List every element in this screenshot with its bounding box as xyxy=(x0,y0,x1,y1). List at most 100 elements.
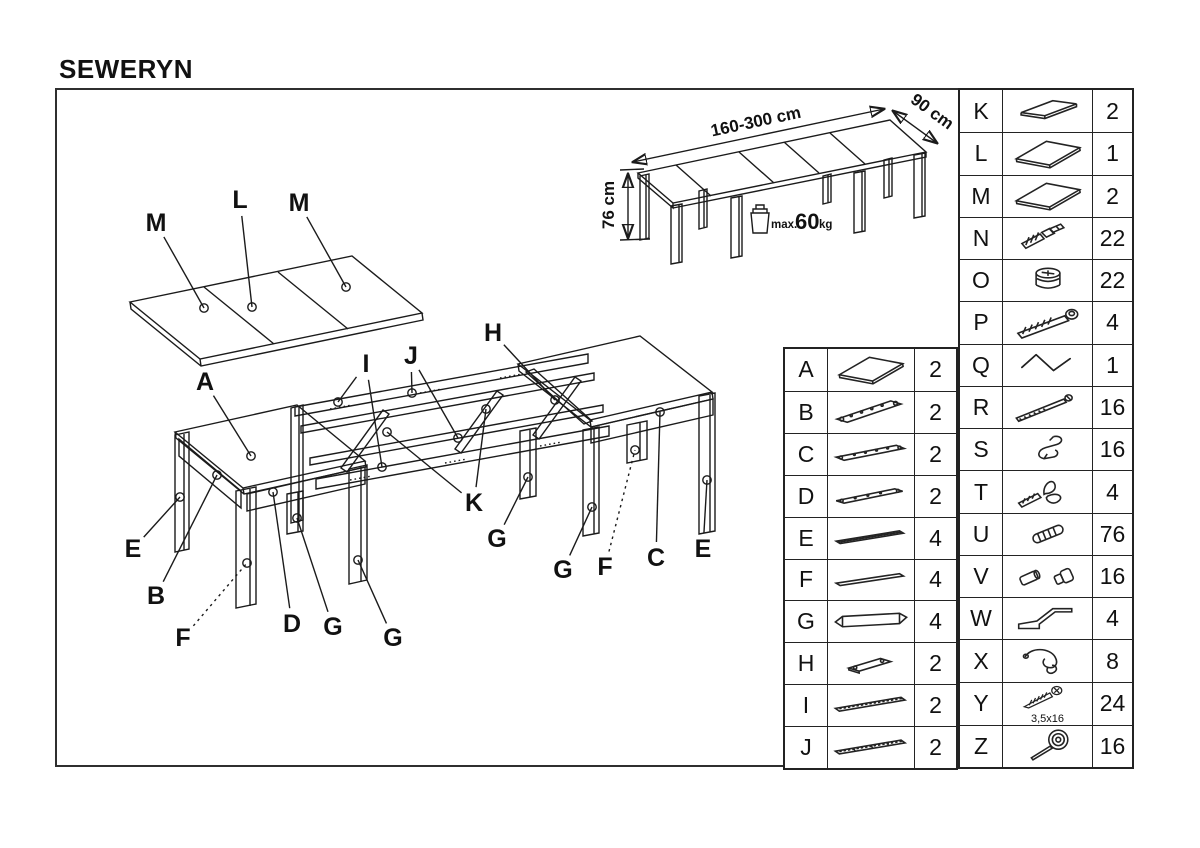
panel-small-icon xyxy=(1002,90,1092,133)
spring-clip-icon xyxy=(1002,428,1092,471)
rail-long2-icon xyxy=(827,474,914,517)
part-quantity-text: 2 xyxy=(929,734,942,761)
long-screw-icon xyxy=(1002,385,1092,429)
part-quantity: 2 xyxy=(914,642,956,685)
part-quantity-text: 2 xyxy=(1106,97,1119,124)
part-letter: J xyxy=(785,726,827,768)
page-title: SEWERYN xyxy=(59,54,193,84)
cam-bolt-icon xyxy=(1002,216,1092,260)
part-quantity-text: 2 xyxy=(1106,182,1119,209)
screw-icon: 3,5x16 xyxy=(1002,681,1092,725)
part-letter-text: K xyxy=(973,97,989,124)
part-quantity-text: 16 xyxy=(1099,436,1126,463)
dowel-icon xyxy=(1002,512,1092,555)
part-quantity: 2 xyxy=(914,390,956,433)
part-letter: G xyxy=(785,600,827,642)
part-quantity: 2 xyxy=(914,349,956,391)
bolt-icon xyxy=(1002,301,1092,344)
part-letter-text: A xyxy=(798,356,814,383)
part-letter: D xyxy=(785,474,827,517)
part-quantity-text: 4 xyxy=(1106,309,1119,336)
part-letter: A xyxy=(785,349,827,391)
part-quantity: 2 xyxy=(914,432,956,475)
part-quantity: 22 xyxy=(1092,216,1132,260)
part-size-note: 3,5x16 xyxy=(1030,712,1065,725)
part-letter: N xyxy=(960,216,1002,259)
part-letter-text: B xyxy=(798,398,814,425)
panel-large-icon xyxy=(1002,174,1092,217)
part-letter-text: Z xyxy=(973,732,989,759)
part-quantity: 22 xyxy=(1092,259,1132,302)
part-letter-text: P xyxy=(973,309,989,336)
part-quantity-text: 16 xyxy=(1099,732,1126,759)
part-quantity: 16 xyxy=(1092,554,1132,598)
part-letter: E xyxy=(785,516,827,559)
part-letter-text: C xyxy=(797,440,815,467)
panel-large-icon xyxy=(827,349,914,391)
sleeve-pair-icon xyxy=(1002,554,1092,598)
part-quantity-text: 16 xyxy=(1099,393,1126,420)
part-quantity: 2 xyxy=(1092,174,1132,217)
part-quantity: 16 xyxy=(1092,385,1132,429)
nail-glide-icon xyxy=(1002,724,1092,767)
part-quantity-text: 22 xyxy=(1099,267,1126,294)
part-quantity-text: 1 xyxy=(1106,140,1119,167)
part-quantity-text: 24 xyxy=(1099,690,1126,717)
part-letter: T xyxy=(960,470,1002,512)
part-letter: K xyxy=(960,90,1002,132)
part-quantity-text: 8 xyxy=(1106,647,1119,674)
part-letter: U xyxy=(960,512,1002,555)
part-letter: P xyxy=(960,301,1002,343)
part-letter-text: R xyxy=(972,393,990,420)
bracket-plate-icon xyxy=(827,642,914,685)
part-letter: I xyxy=(785,684,827,726)
part-letter-text: V xyxy=(973,563,989,590)
part-letter: H xyxy=(785,642,827,684)
part-letter: L xyxy=(960,132,1002,174)
part-quantity: 76 xyxy=(1092,512,1132,555)
part-quantity-text: 1 xyxy=(1106,351,1119,378)
part-quantity-text: 4 xyxy=(929,608,942,635)
part-quantity: 2 xyxy=(914,684,956,727)
part-letter-text: S xyxy=(973,436,989,463)
part-quantity-text: 4 xyxy=(1106,478,1119,505)
part-row: O 22 xyxy=(960,259,1132,302)
part-quantity: 2 xyxy=(914,726,956,768)
part-quantity-text: 16 xyxy=(1099,563,1126,590)
part-letter-text: F xyxy=(798,566,814,593)
hex-key-icon xyxy=(1002,343,1092,386)
part-letter: S xyxy=(960,428,1002,470)
z-bracket-icon xyxy=(1002,597,1092,640)
part-letter-text: T xyxy=(973,478,989,505)
part-letter-text: G xyxy=(797,608,815,635)
part-letter-text: L xyxy=(974,140,988,167)
part-quantity: 4 xyxy=(914,558,956,601)
strip-long-icon xyxy=(827,516,914,559)
part-quantity-text: 2 xyxy=(929,356,942,383)
part-row: S 16 xyxy=(960,428,1132,471)
part-letter-text: U xyxy=(972,520,990,547)
panel-large-icon xyxy=(1002,132,1092,175)
part-letter: F xyxy=(785,558,827,601)
part-letter: X xyxy=(960,639,1002,681)
part-letter: Y xyxy=(960,681,1002,725)
part-row: U 76 xyxy=(960,512,1132,555)
part-letter: M xyxy=(960,174,1002,217)
part-quantity: 4 xyxy=(914,516,956,559)
part-quantity: 1 xyxy=(1092,132,1132,175)
part-letter-text: O xyxy=(972,267,990,294)
rail-long-icon xyxy=(827,432,914,475)
rail-holes-icon xyxy=(827,390,914,433)
